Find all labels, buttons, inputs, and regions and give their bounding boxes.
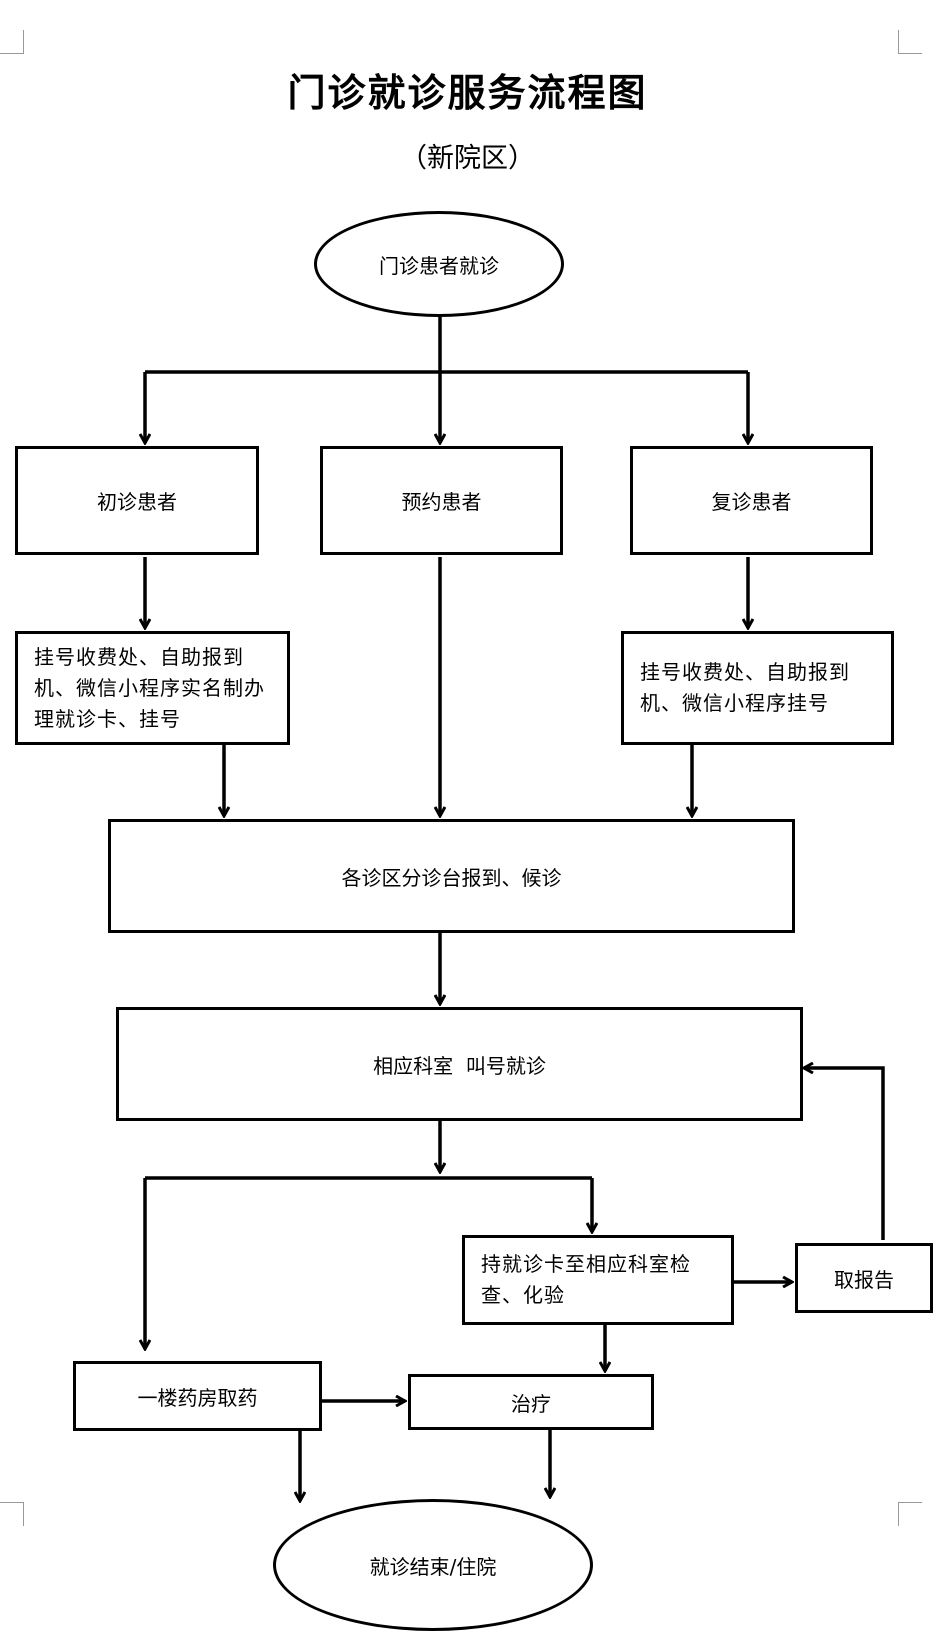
consultation-label: 相应科室 叫号就诊	[373, 1053, 546, 1078]
report-node: 取报告	[795, 1243, 933, 1313]
consultation-node: 相应科室 叫号就诊	[116, 1007, 803, 1121]
exam-node: 持就诊卡至相应科室检查、化验	[462, 1235, 734, 1325]
arrow-report-to-consultation	[804, 1068, 885, 1240]
start-node-label: 门诊患者就诊	[379, 253, 499, 278]
treatment-node: 治疗	[408, 1374, 654, 1430]
first-visit-label: 初诊患者	[97, 490, 177, 514]
page-title: 门诊就诊服务流程图	[287, 71, 648, 115]
report-label: 取报告	[834, 1267, 894, 1292]
start-node: 门诊患者就诊	[314, 211, 564, 317]
page-subtitle: （新院区）	[400, 143, 535, 174]
return-register-label: 挂号收费处、自助报到机、微信小程序挂号	[640, 660, 850, 715]
treatment-label: 治疗	[511, 1391, 551, 1416]
return-visit-label: 复诊患者	[711, 490, 792, 514]
first-register-label: 挂号收费处、自助报到机、微信小程序实名制办理就诊卡、挂号	[34, 644, 265, 731]
crop-mark-bottom-left	[0, 1502, 24, 1526]
triage-node: 各诊区分诊台报到、候诊	[108, 819, 795, 933]
pharmacy-label: 一楼药房取药	[137, 1385, 258, 1410]
appointment-label: 预约患者	[401, 490, 482, 514]
end-node-label: 就诊结束/住院	[369, 1554, 497, 1579]
exam-label: 持就诊卡至相应科室检查、化验	[481, 1252, 691, 1307]
pharmacy-node: 一楼药房取药	[73, 1361, 322, 1431]
appointment-node: 预约患者	[320, 446, 563, 555]
first-visit-node: 初诊患者	[15, 446, 259, 555]
triage-label: 各诊区分诊台报到、候诊	[341, 865, 562, 890]
first-register-node: 挂号收费处、自助报到机、微信小程序实名制办理就诊卡、挂号	[15, 631, 290, 745]
end-node: 就诊结束/住院	[273, 1499, 593, 1631]
crop-mark-top-right	[898, 30, 922, 54]
crop-mark-bottom-right	[898, 1502, 922, 1526]
return-visit-node: 复诊患者	[630, 446, 873, 555]
return-register-node: 挂号收费处、自助报到机、微信小程序挂号	[621, 631, 894, 745]
crop-mark-top-left	[0, 30, 24, 54]
